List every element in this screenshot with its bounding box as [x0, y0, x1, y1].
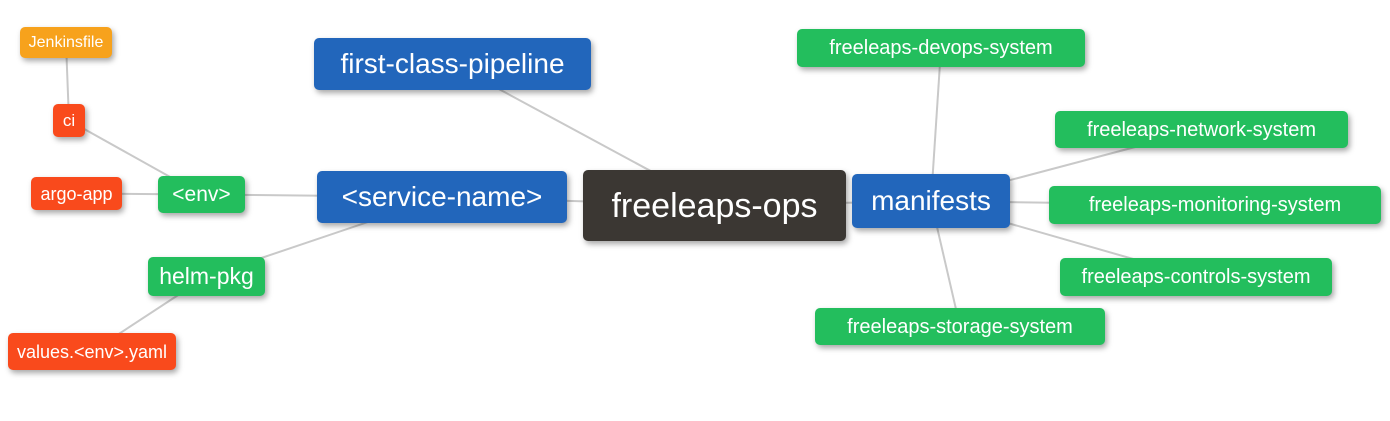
node-service-name[interactable]: <service-name>	[317, 171, 567, 223]
node-freeleaps-controls-system[interactable]: freeleaps-controls-system	[1060, 258, 1332, 296]
node-freeleaps-storage-system[interactable]: freeleaps-storage-system	[815, 308, 1105, 345]
node-ci[interactable]: ci	[53, 104, 85, 137]
node-freeleaps-monitoring-system[interactable]: freeleaps-monitoring-system	[1049, 186, 1381, 224]
node-values-env-yaml[interactable]: values.<env>.yaml	[8, 333, 176, 370]
node-first-class-pipeline[interactable]: first-class-pipeline	[314, 38, 591, 90]
node-helm-pkg[interactable]: helm-pkg	[148, 257, 265, 296]
node-argo-app[interactable]: argo-app	[31, 177, 122, 210]
node-freeleaps-devops-system[interactable]: freeleaps-devops-system	[797, 29, 1085, 67]
node-freeleaps-ops[interactable]: freeleaps-ops	[583, 170, 846, 241]
node-freeleaps-network-system[interactable]: freeleaps-network-system	[1055, 111, 1348, 148]
node-env[interactable]: <env>	[158, 176, 245, 213]
node-jenkinsfile[interactable]: Jenkinsfile	[20, 27, 112, 58]
node-manifests[interactable]: manifests	[852, 174, 1010, 228]
